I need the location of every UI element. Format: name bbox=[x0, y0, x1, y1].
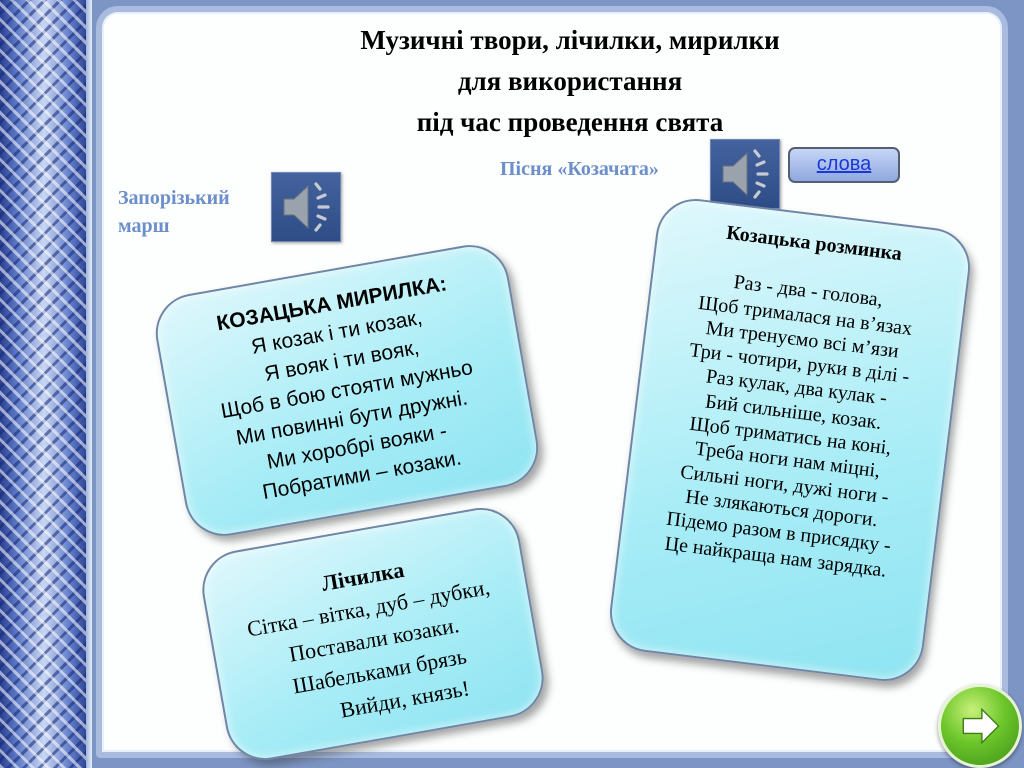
lyrics-link[interactable]: слова bbox=[816, 153, 872, 175]
march-audio-button[interactable] bbox=[271, 172, 341, 242]
song-audio-button[interactable] bbox=[710, 139, 780, 209]
ornament-border-edge bbox=[86, 0, 92, 768]
song-label: Пісня «Козачата» bbox=[500, 158, 659, 180]
march-label-line-2: марш bbox=[118, 215, 170, 237]
title-line-3: під час проведення свята bbox=[416, 107, 724, 137]
ornament-border bbox=[0, 0, 88, 768]
speaker-icon bbox=[283, 182, 330, 232]
lyrics-button[interactable]: слова bbox=[788, 147, 900, 183]
title-line-2: для використання bbox=[457, 66, 683, 96]
speaker-icon bbox=[722, 149, 769, 199]
slide-title: Музичні твори, лічилки, мирилки для вико… bbox=[250, 20, 890, 143]
march-label: Запорізький марш bbox=[118, 184, 230, 240]
rozmynka-card: Козацька розминка Раз - два - голова, Що… bbox=[605, 194, 975, 686]
march-label-line-1: Запорізький bbox=[118, 187, 230, 209]
arrow-right-icon bbox=[962, 707, 1000, 745]
next-slide-button[interactable] bbox=[938, 684, 1022, 768]
title-line-1: Музичні твори, лічилки, мирилки bbox=[360, 25, 780, 55]
